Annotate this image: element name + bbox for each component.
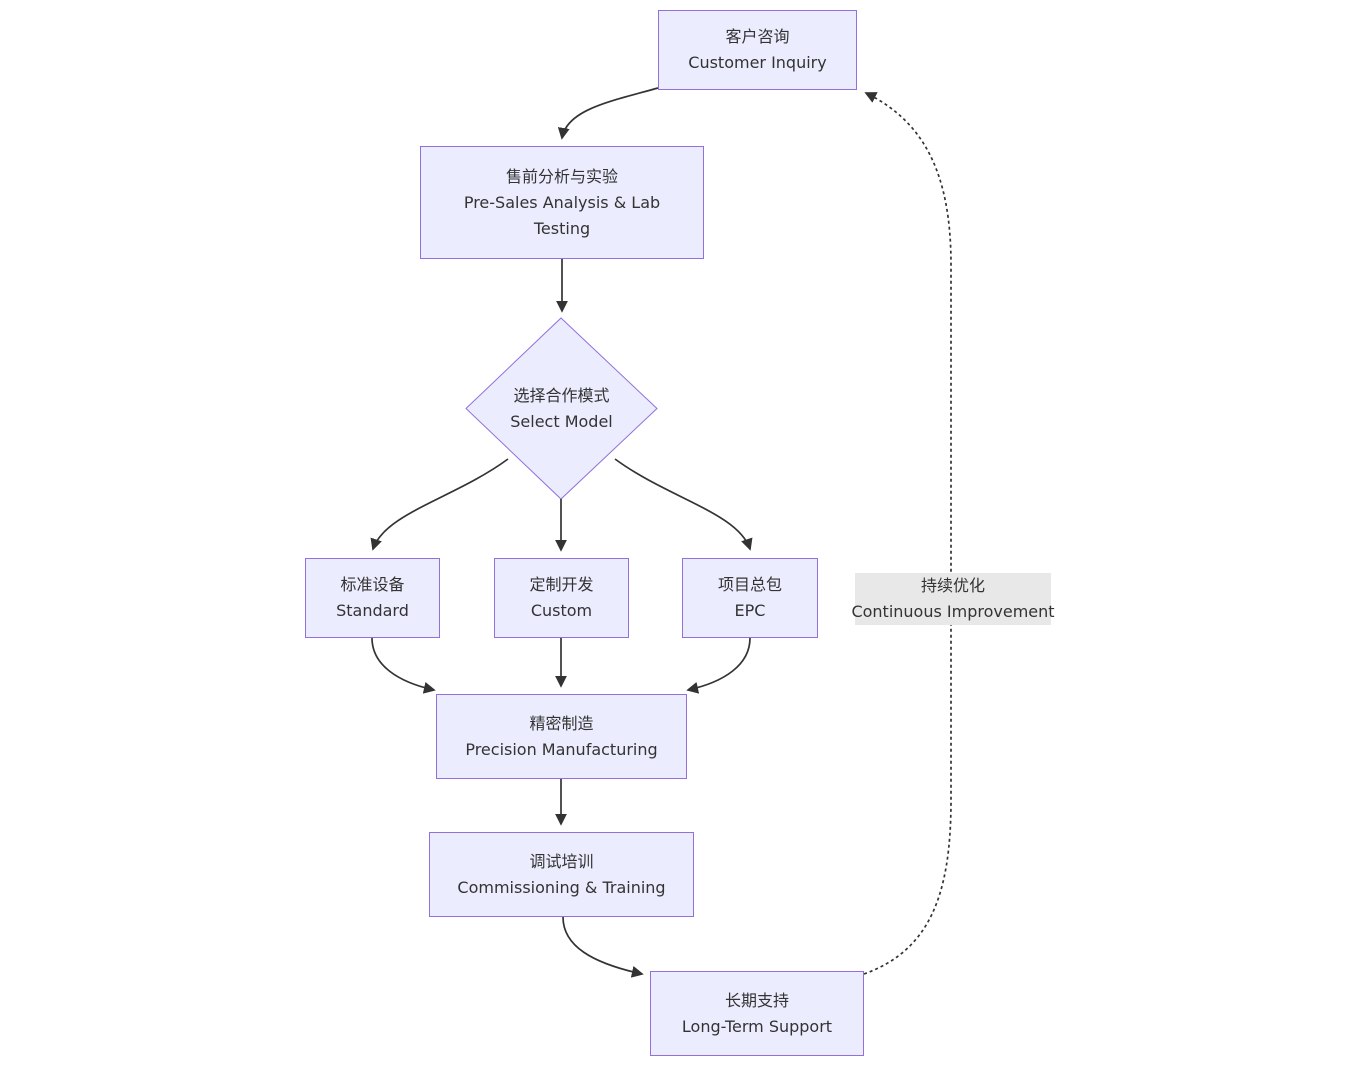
node-standard-label-en: Standard [336, 601, 409, 620]
node-custom: 定制开发 Custom [494, 558, 629, 638]
node-customer-inquiry: 客户咨询 Customer Inquiry [658, 10, 857, 90]
node-epc-label-en: EPC [734, 601, 766, 620]
edge-inquiry-to-presales [557, 87, 659, 140]
node-manufacturing-label-en: Precision Manufacturing [465, 739, 658, 759]
node-select-model-label-en: Select Model [510, 411, 613, 431]
node-commissioning: 调试培训 Commissioning & Training [429, 832, 694, 917]
node-commissioning-label-zh: 调试培训 [529, 851, 594, 871]
node-support-label-zh: 长期支持 [724, 990, 789, 1010]
node-epc-label-zh: 项目总包 [717, 575, 782, 594]
node-custom-label-en: Custom [530, 601, 593, 620]
edge-select-to-standard [370, 458, 509, 551]
edge-support-to-inquiry-dotted [863, 92, 952, 975]
node-standard: 标准设备 Standard [305, 558, 440, 638]
node-customer-inquiry-label-en: Customer Inquiry [688, 53, 827, 72]
edge-epc-to-manufacturing [686, 637, 751, 694]
node-manufacturing-label-zh: 精密制造 [529, 713, 594, 733]
node-manufacturing: 精密制造 Precision Manufacturing [436, 694, 687, 779]
edge-label-en: Continuous Improvement [851, 602, 1055, 621]
edge-commissioning-to-support [562, 916, 644, 978]
node-epc: 项目总包 EPC [682, 558, 818, 638]
node-presales-label-zh: 售前分析与实验 [505, 166, 618, 186]
node-select-model-label-zh: 选择合作模式 [513, 385, 610, 405]
node-presales-label-en1: Pre-Sales Analysis & Lab [463, 192, 661, 212]
edge-standard-to-manufacturing [371, 637, 436, 694]
edge-select-to-epc [614, 458, 753, 551]
edge-label-continuous-improvement: 持续优化 Continuous Improvement [851, 573, 1055, 625]
node-presales-label-en2: Testing [533, 218, 591, 238]
node-commissioning-label-en: Commissioning & Training [457, 877, 666, 897]
node-customer-inquiry-label-zh: 客户咨询 [725, 27, 790, 46]
node-select-model: 选择合作模式 Select Model [466, 318, 657, 499]
node-custom-label-zh: 定制开发 [529, 575, 594, 594]
node-standard-label-zh: 标准设备 [340, 575, 405, 594]
edge-label-zh: 持续优化 [920, 576, 985, 595]
node-support-label-en: Long-Term Support [681, 1016, 833, 1036]
node-support: 长期支持 Long-Term Support [650, 971, 864, 1056]
node-presales: 售前分析与实验 Pre-Sales Analysis & Lab Testing [420, 146, 704, 259]
